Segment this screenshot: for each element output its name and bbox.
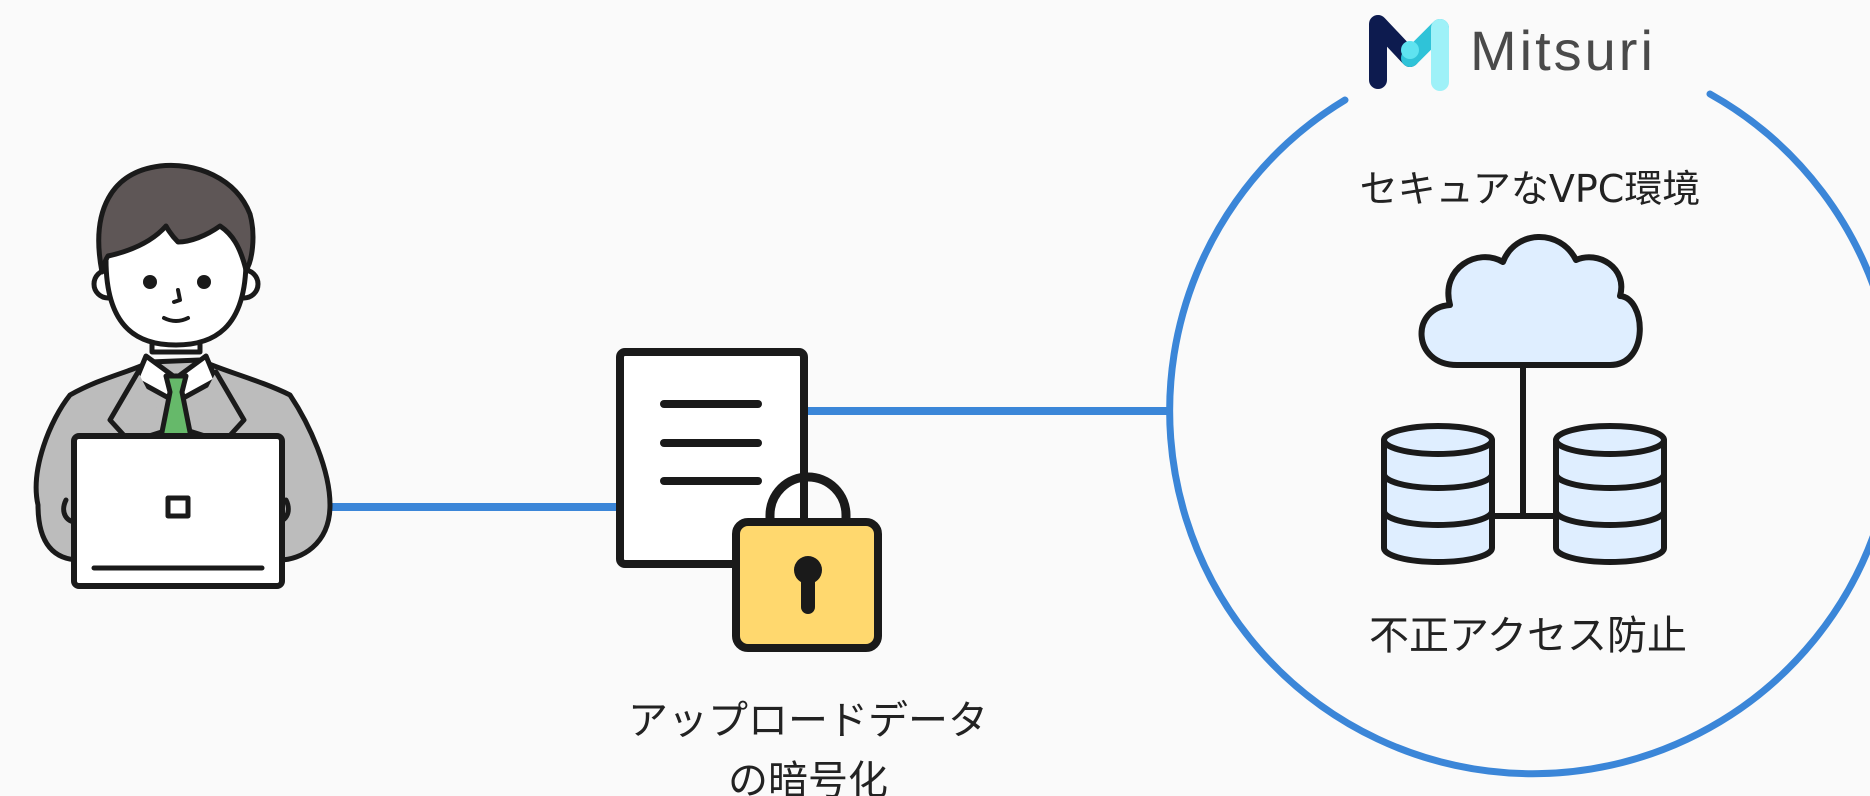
padlock-icon [732, 472, 882, 652]
person-laptop-icon [33, 162, 333, 589]
vpc-environment-title-text: セキュアなVPC環境 [1359, 167, 1701, 211]
unauthorized-access-prevention-text: 不正アクセス防止 [1369, 613, 1687, 659]
m-logo-icon [1369, 15, 1449, 91]
upload-encryption-text-2: の暗号化 [728, 758, 888, 796]
database-icon [1381, 423, 1495, 565]
encrypted-document-icon [616, 348, 882, 652]
vpc-circle [1166, 90, 1870, 778]
upload-encryption-text-1: アップロードデータ [628, 698, 988, 744]
cloud-icon [1418, 234, 1643, 368]
laptop-icon [71, 433, 285, 589]
connector-lines [280, 407, 1168, 511]
database-icon [1553, 423, 1667, 565]
cloud-database-icon [1381, 234, 1667, 565]
brand-name: Mitsuri [1470, 19, 1656, 82]
